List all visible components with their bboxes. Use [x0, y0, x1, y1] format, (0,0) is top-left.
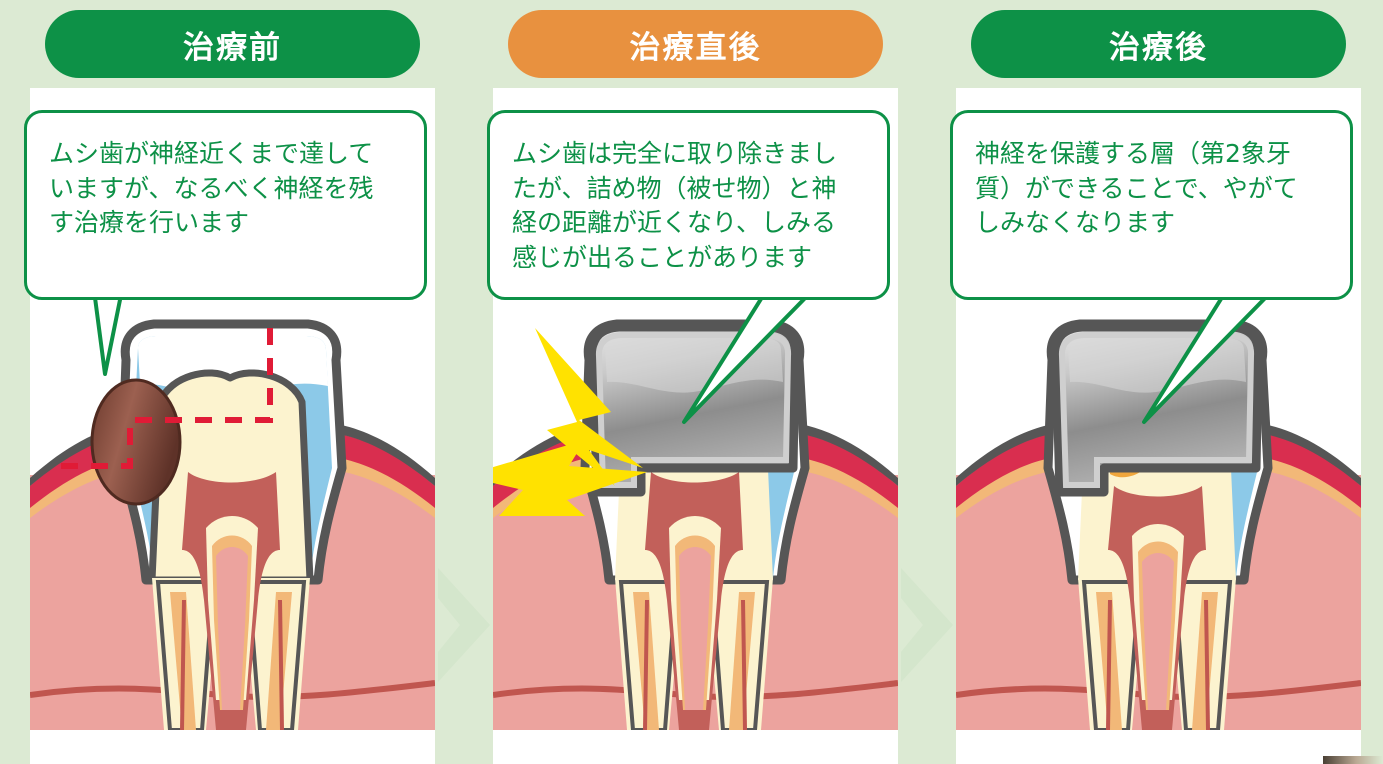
header-pill-before[interactable]: 治療前 [45, 10, 420, 78]
callout-immediately-after: ムシ歯は完全に取り除きまし たが、詰め物（被せ物）と神 経の距離が近くなり、しみ… [487, 110, 890, 300]
pain-bolt-upper [535, 328, 643, 486]
illustration-tooth-with-secondary-dentin [956, 319, 1361, 730]
pain-bolt-lower [493, 440, 647, 516]
callout-line: 経の距離が近くなり、しみる [512, 208, 837, 237]
header-label-after: 治療後 [1109, 29, 1208, 66]
callout-line: 感じが出ることがあります [512, 242, 813, 272]
flow-arrow-2 [901, 568, 953, 682]
callout-line: ムシ歯は完全に取り除きまし [512, 139, 838, 168]
callout-before: ムシ歯が神経近くまで達して いますが、なるべく神経を残 す治療を行います [24, 110, 427, 300]
header-label-immediately-after: 治療直後 [629, 29, 762, 66]
callout-line: たが、詰め物（被せ物）と神 [512, 173, 837, 203]
header-label-before: 治療前 [183, 29, 282, 66]
header-pill-immediately-after[interactable]: 治療直後 [508, 10, 883, 78]
callout-line: しみなくなります [975, 208, 1176, 237]
flow-arrow-1 [438, 568, 490, 682]
callout-line: ムシ歯が神経近くまで達して [49, 139, 374, 168]
callout-line: す治療を行います [49, 208, 250, 237]
callout-line: 神経を保護する層（第2象牙 [975, 139, 1291, 168]
header-pill-after[interactable]: 治療後 [971, 10, 1346, 78]
callout-line: 質）ができることで、やがて [975, 173, 1298, 203]
illustration-tooth-with-metal-restoration [493, 319, 898, 730]
callout-line: いますが、なるべく神経を残 [49, 173, 374, 203]
callout-after: 神経を保護する層（第2象牙 質）ができることで、やがて しみなくなります [950, 110, 1353, 300]
page-corner-sliver [1323, 756, 1383, 764]
illustration-tooth-with-caries [30, 319, 435, 730]
